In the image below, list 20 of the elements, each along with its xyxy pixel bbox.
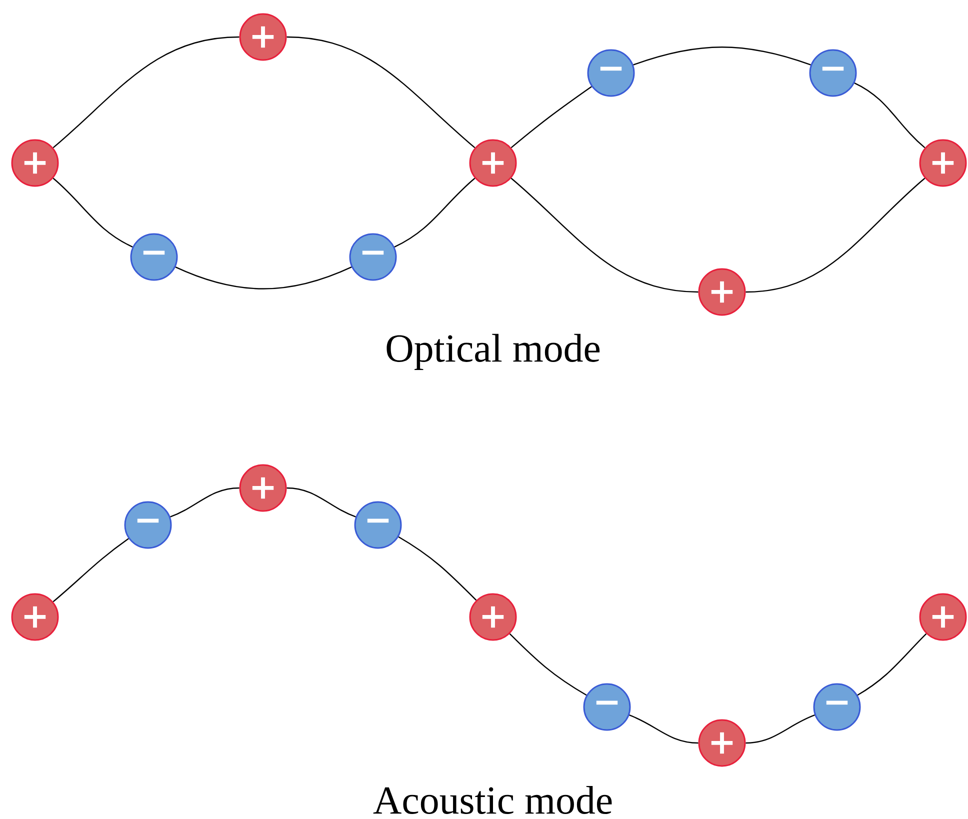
chain-line — [170, 487, 240, 518]
chain-line — [286, 487, 356, 518]
chain-line — [629, 714, 698, 744]
chain-line — [398, 536, 477, 601]
chain-line — [52, 538, 129, 602]
chain-line — [510, 178, 698, 293]
mode-caption: Acoustic mode — [373, 786, 612, 814]
mode-caption: Optical mode — [386, 334, 600, 370]
chain-line — [286, 36, 476, 148]
chain-line — [857, 633, 927, 696]
chain-line — [633, 46, 811, 66]
chain-line — [746, 714, 815, 744]
chain-line — [746, 178, 926, 293]
chain-line — [52, 178, 133, 248]
chain-line — [52, 36, 240, 148]
chain-line — [175, 266, 352, 290]
chain-line — [854, 82, 926, 148]
chain-line — [510, 86, 592, 148]
chain-line — [394, 178, 476, 248]
chain-line — [509, 633, 587, 696]
